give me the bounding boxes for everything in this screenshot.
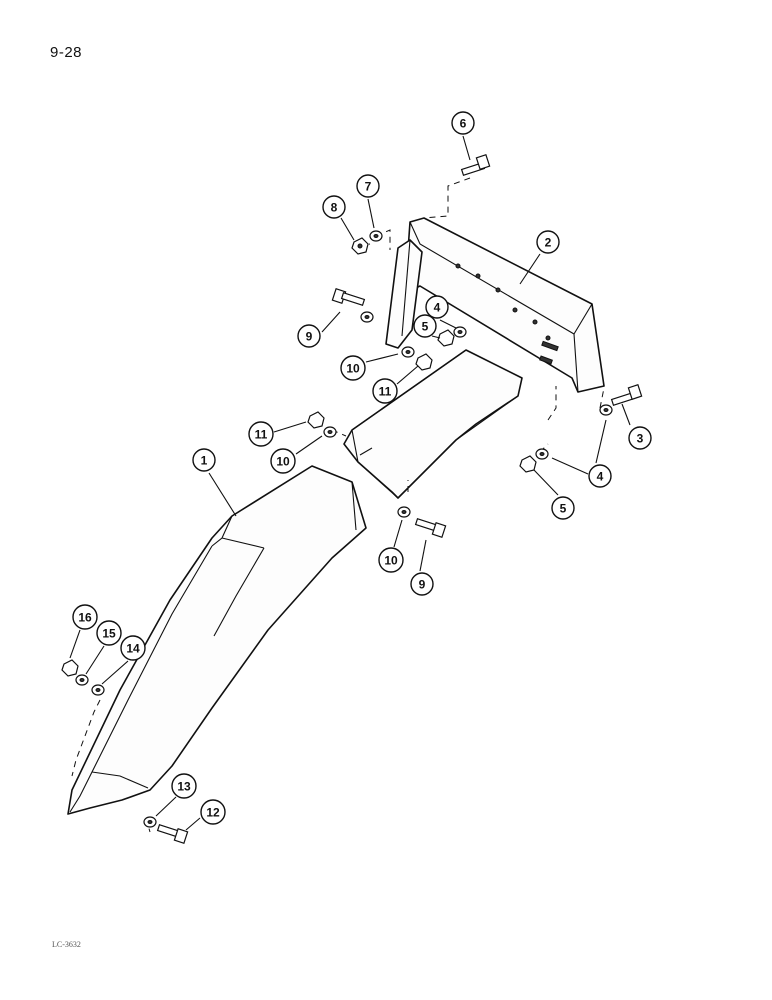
callout-label: 15 <box>102 627 116 641</box>
bolt-6 <box>460 153 491 177</box>
callout-circle <box>340 355 366 381</box>
callout-label: 11 <box>379 385 392 399</box>
callout-c10a: 10 <box>340 355 366 381</box>
callout-circle <box>425 295 449 319</box>
callout-circle <box>171 773 197 799</box>
callout-circle <box>628 426 652 450</box>
callout-circle <box>413 314 437 338</box>
callout-c1: 1 <box>192 448 216 472</box>
bolt-9-upper <box>331 287 366 307</box>
callout-circle <box>372 378 398 404</box>
callout-circle <box>536 230 560 254</box>
callout-label: 4 <box>597 470 604 484</box>
callout-circle <box>200 799 226 825</box>
callout-circle <box>270 448 296 474</box>
callout-circle <box>410 572 434 596</box>
callout-c16: 16 <box>72 604 98 630</box>
fender-extension-piece <box>343 349 523 499</box>
callout-circle <box>120 635 146 661</box>
nut-11-middle <box>415 353 433 371</box>
callout-c9a: 9 <box>297 324 321 348</box>
callout-label: 7 <box>365 180 372 194</box>
callout-label: 10 <box>276 455 290 469</box>
callout-c2: 2 <box>536 230 560 254</box>
nut-5-lower <box>519 455 537 473</box>
bolt-9-lower <box>414 517 447 539</box>
callout-label: 11 <box>255 428 268 442</box>
nut-5-upper <box>437 329 455 347</box>
callout-label: 1 <box>201 454 208 468</box>
callout-c4b: 4 <box>588 464 612 488</box>
callout-c4a: 4 <box>425 295 449 319</box>
callout-c12: 12 <box>200 799 226 825</box>
callout-c7: 7 <box>356 174 380 198</box>
callout-label: 10 <box>384 554 398 568</box>
callout-circle <box>356 174 380 198</box>
nut-16 <box>61 659 79 677</box>
callout-label: 3 <box>637 432 644 446</box>
callout-circle <box>72 604 98 630</box>
bolt-3 <box>610 383 643 407</box>
callout-c11b: 11 <box>248 421 274 447</box>
callout-label: 8 <box>331 201 338 215</box>
callout-c5b: 5 <box>551 496 575 520</box>
callout-c10c: 10 <box>378 547 404 573</box>
callout-label: 9 <box>306 330 313 344</box>
callout-label: 6 <box>460 117 467 131</box>
nut-8 <box>351 237 369 255</box>
callout-c9b: 9 <box>410 572 434 596</box>
callout-circle <box>451 111 475 135</box>
callout-circle <box>248 421 274 447</box>
callout-label: 5 <box>560 502 567 516</box>
callout-circle <box>192 448 216 472</box>
page-number: 9-28 <box>50 44 83 61</box>
callout-circle <box>96 620 122 646</box>
callout-c10b: 10 <box>270 448 296 474</box>
callout-label: 14 <box>126 642 140 656</box>
callout-label: 10 <box>346 362 360 376</box>
callout-label: 2 <box>545 236 552 250</box>
callout-label: 13 <box>177 780 191 794</box>
callout-circle <box>378 547 404 573</box>
callout-circle <box>588 464 612 488</box>
callout-label: 16 <box>78 611 92 625</box>
callout-c8: 8 <box>322 195 346 219</box>
callout-label: 12 <box>206 806 220 820</box>
callout-c3: 3 <box>628 426 652 450</box>
callout-c15: 15 <box>96 620 122 646</box>
leader-lines <box>69 135 631 831</box>
callout-c13: 13 <box>171 773 197 799</box>
callout-c6: 6 <box>451 111 475 135</box>
part-2-mounting-bracket <box>385 217 605 393</box>
bolt-12 <box>156 823 189 845</box>
callout-circle <box>322 195 346 219</box>
callout-label: 5 <box>422 320 429 334</box>
callout-circle <box>551 496 575 520</box>
callout-label: 9 <box>419 578 426 592</box>
callout-circle <box>297 324 321 348</box>
callout-c5a: 5 <box>413 314 437 338</box>
drawing-code: LC-3632 <box>52 940 81 949</box>
callout-label: 4 <box>434 301 441 315</box>
callout-c11a: 11 <box>372 378 398 404</box>
callout-c14: 14 <box>120 635 146 661</box>
nut-11-left <box>307 411 325 429</box>
